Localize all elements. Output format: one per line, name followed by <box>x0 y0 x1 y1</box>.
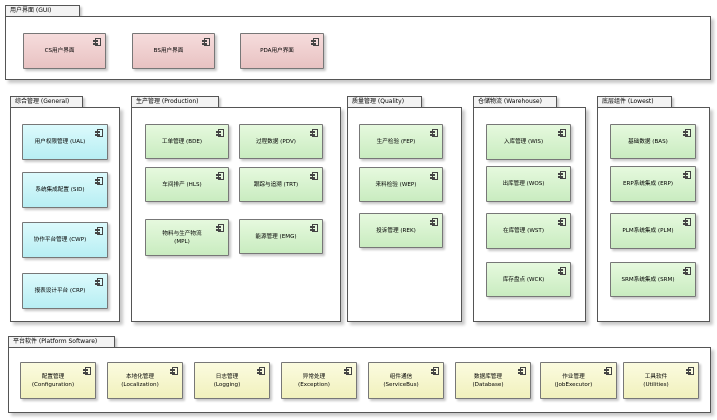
component-crp[interactable]: 报表设计平台 (CRP) <box>22 273 108 309</box>
component-hls[interactable]: 车间排产 (HLS) <box>145 167 229 202</box>
package-tab-warehouse: 仓储物流 (Warehouse) <box>473 96 557 107</box>
component-localization[interactable]: 本地化管理 (Localization) <box>107 362 183 399</box>
uml-component-icon <box>202 38 210 46</box>
uml-component-icon <box>310 129 318 137</box>
uml-component-icon <box>95 129 103 137</box>
component-rek[interactable]: 投诉管理 (REK) <box>359 213 443 248</box>
uml-component-icon <box>257 367 265 375</box>
uml-component-icon <box>558 171 566 179</box>
component-srm[interactable]: SRM系统集成 (SRM) <box>610 262 696 297</box>
component-configuration[interactable]: 配置管理 (Configuration) <box>20 362 96 399</box>
uml-component-icon <box>95 177 103 185</box>
component-wis[interactable]: 入库管理 (WIS) <box>486 124 571 160</box>
uml-component-icon <box>311 38 319 46</box>
uml-component-icon <box>683 218 691 226</box>
uml-component-icon <box>558 218 566 226</box>
component-erp[interactable]: ERP系统集成 (ERP) <box>610 166 696 202</box>
component-mpl[interactable]: 物料与生产物流 (MPL) <box>145 219 229 256</box>
uml-component-icon <box>216 224 224 232</box>
package-tab-general: 综合管理 (General) <box>10 96 83 107</box>
uml-component-icon <box>558 129 566 137</box>
uml-component-icon <box>683 267 691 275</box>
component-wck[interactable]: 库存盘点 (WCK) <box>486 262 571 297</box>
uml-component-icon <box>83 367 91 375</box>
component-bde[interactable]: 工单管理 (BDE) <box>145 124 229 159</box>
component-jobexecutor[interactable]: 作业管理 (JobExecutor) <box>540 362 617 399</box>
uml-component-icon <box>310 224 318 232</box>
uml-component-icon <box>430 218 438 226</box>
uml-component-icon <box>310 172 318 180</box>
uml-component-icon <box>431 367 439 375</box>
package-tab-quality: 质量管理 (Quality) <box>347 96 422 107</box>
uml-component-icon <box>686 367 694 375</box>
package-gui <box>5 16 711 80</box>
uml-component-icon <box>604 367 612 375</box>
component-servicebus[interactable]: 组件通信 (ServiceBus) <box>368 362 444 399</box>
uml-component-icon <box>683 129 691 137</box>
uml-component-icon <box>216 172 224 180</box>
component-trt[interactable]: 跟踪与追溯 (TRT) <box>239 167 323 202</box>
component-cs-ui[interactable]: CS用户界面 <box>23 33 106 69</box>
component-logging[interactable]: 日志管理 (Logging) <box>194 362 270 399</box>
uml-component-icon <box>430 172 438 180</box>
package-tab-gui: 用户界面 (GUI) <box>5 5 80 16</box>
package-tab-lowest: 底层组件 (Lowest) <box>597 96 672 107</box>
package-tab-platform: 平台软件 (Platform Software) <box>8 336 115 347</box>
component-emg[interactable]: 能源管理 (EMG) <box>239 219 323 254</box>
component-database[interactable]: 数据库管理 (Database) <box>455 362 531 399</box>
package-tab-production: 生产管理 (Production) <box>131 96 219 107</box>
component-plm[interactable]: PLM系统集成 (PLM) <box>610 213 696 249</box>
uml-component-icon <box>344 367 352 375</box>
component-ual[interactable]: 用户权限管理 (UAL) <box>22 124 108 160</box>
uml-component-icon <box>683 171 691 179</box>
uml-component-icon <box>518 367 526 375</box>
uml-component-icon <box>93 38 101 46</box>
uml-component-icon <box>430 129 438 137</box>
component-sid[interactable]: 系统集成配置 (SID) <box>22 172 108 208</box>
component-bas[interactable]: 基础数据 (BAS) <box>610 124 696 159</box>
component-pdv[interactable]: 过程数据 (PDV) <box>239 124 323 159</box>
component-wep[interactable]: 来料检验 (WEP) <box>359 167 443 202</box>
uml-component-icon <box>216 129 224 137</box>
component-pda-ui[interactable]: PDA用户界面 <box>240 33 324 69</box>
uml-component-icon <box>95 227 103 235</box>
component-cwp[interactable]: 协作平台管理 (CWP) <box>22 222 108 258</box>
component-wst[interactable]: 在库管理 (WST) <box>486 213 571 249</box>
uml-component-icon <box>558 267 566 275</box>
uml-component-icon <box>170 367 178 375</box>
component-exception[interactable]: 异常处理 (Exception) <box>281 362 357 399</box>
component-utilities[interactable]: 工具软件 (Utilities) <box>623 362 699 399</box>
component-wos[interactable]: 出库管理 (WOS) <box>486 166 571 202</box>
component-bs-ui[interactable]: BS用户界面 <box>132 33 215 69</box>
uml-component-icon <box>95 278 103 286</box>
component-fep[interactable]: 生产检验 (FEP) <box>359 124 443 159</box>
